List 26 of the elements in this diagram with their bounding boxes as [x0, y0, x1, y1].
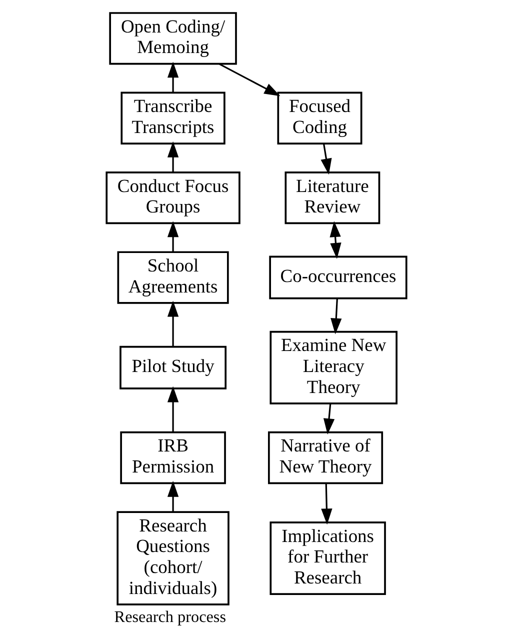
node-box: Literature Review	[284, 171, 380, 224]
arrow	[166, 480, 178, 512]
node-box: Pilot Study	[119, 346, 226, 390]
arrow	[166, 62, 178, 92]
caption: Research process	[114, 608, 226, 626]
node-box: IRB Permission	[120, 431, 226, 484]
node-box: School Agreements	[116, 251, 228, 304]
node-box: Open Coding/ Memoing	[108, 12, 236, 65]
arrow	[320, 144, 332, 175]
arrow	[329, 221, 341, 259]
node-box: Narrative of New Theory	[268, 431, 383, 484]
arrow	[166, 386, 178, 432]
arrow	[166, 300, 178, 347]
arrow	[166, 221, 178, 252]
node-box: Focused Coding	[276, 92, 362, 144]
arrow	[330, 298, 342, 334]
arrow	[166, 141, 178, 172]
node-box: Conduct Focus Groups	[105, 171, 240, 224]
node-box: Transcribe Transcripts	[120, 92, 225, 144]
node-box: Examine New Literacy Theory	[269, 330, 397, 404]
node-box: Research Questions (cohort/ individuals)	[116, 511, 229, 606]
node-box: Implications for Further Research	[269, 522, 386, 595]
arrow	[322, 404, 334, 435]
arrow	[320, 483, 332, 525]
arrow	[218, 63, 280, 96]
node-box: Co-occurrences	[268, 256, 407, 300]
